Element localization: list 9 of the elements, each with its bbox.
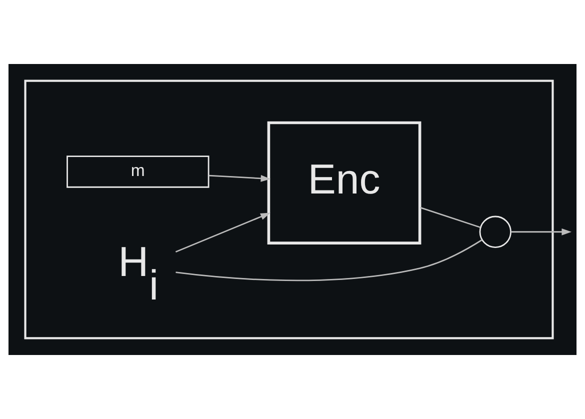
- node-box: Enc: [267, 121, 422, 244]
- cluster: [24, 80, 554, 340]
- arrow: [175, 212, 270, 252]
- node-circle: [479, 216, 512, 248]
- arrow: [510, 228, 572, 236]
- connector: [420, 206, 481, 228]
- arrow: [208, 174, 271, 182]
- connector: [176, 239, 482, 282]
- node-box: m: [66, 156, 210, 188]
